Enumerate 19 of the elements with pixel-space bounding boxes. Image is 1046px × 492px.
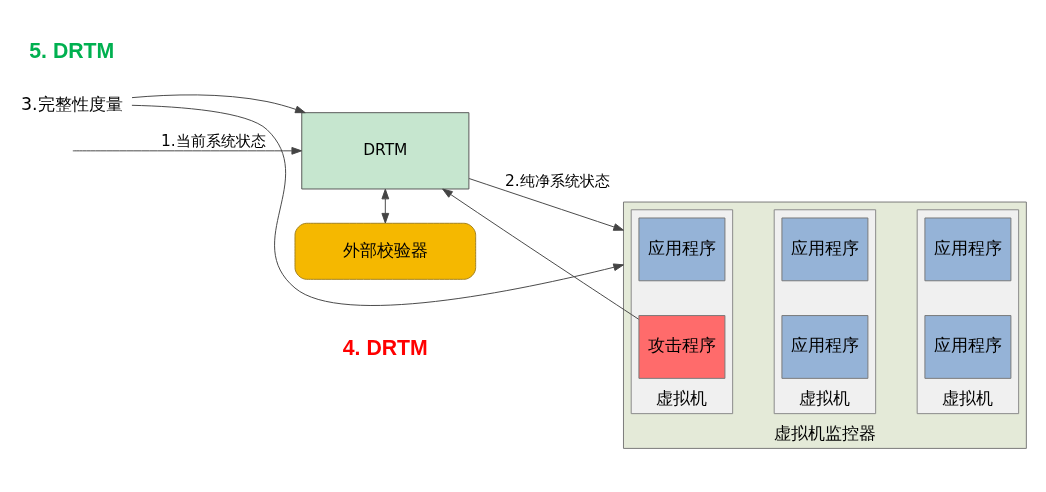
- node-box: DRTM: [301, 112, 470, 190]
- node-box: 应用程序: [781, 315, 869, 379]
- arrow: [442, 188, 640, 320]
- node-box: 攻击程序: [638, 315, 726, 379]
- node-box: 应用程序: [924, 217, 1012, 282]
- arrow: [131, 104, 624, 306]
- edge-label: 1.当前系统状态: [160, 131, 266, 150]
- label: 5. DRTM: [29, 38, 115, 63]
- arrow: [381, 188, 390, 224]
- node-box: 应用程序: [924, 315, 1012, 379]
- node-box: 外部校验器: [294, 222, 477, 280]
- label: 4. DRTM: [342, 336, 428, 361]
- node-box: 应用程序: [638, 217, 726, 282]
- arrow: [468, 178, 624, 231]
- arrow: [72, 146, 303, 155]
- node-box: 应用程序: [781, 217, 869, 282]
- node-text: 3.完整性度量: [21, 93, 123, 114]
- arrow: [131, 94, 306, 114]
- edge-label: 2.纯净系统状态: [504, 172, 610, 191]
